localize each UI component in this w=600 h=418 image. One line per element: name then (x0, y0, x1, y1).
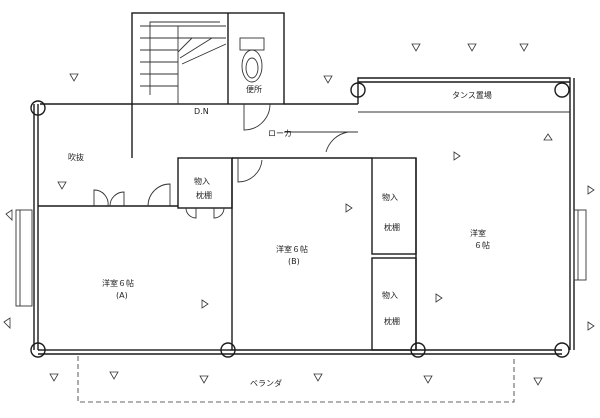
toilet-fixture (239, 37, 265, 83)
closet-right-top-label-1: 物入 (382, 192, 398, 202)
room-label-western-b-tag: (B) (288, 257, 300, 266)
closet-top-label-1: 物入 (194, 176, 210, 186)
interior-walls (38, 104, 417, 351)
closet-right-bottom-label-2: 枕棚 (384, 316, 400, 326)
stairs-direction-label: D.N (194, 107, 209, 116)
exterior-walls (33, 77, 575, 355)
room-label-western-c: 洋室 (470, 228, 486, 238)
closet-labels: 物入 枕棚 物入 枕棚 物入 枕棚 (194, 176, 400, 326)
closet-right-bottom-label-1: 物入 (382, 290, 398, 300)
stairwell-block (131, 12, 285, 131)
structural-columns (30, 82, 570, 358)
toilet-door (243, 103, 271, 131)
void-double-door (93, 189, 109, 207)
stair-steps (140, 21, 227, 104)
closet-top-label-2: 枕棚 (196, 190, 212, 200)
room-label-veranda: ベランダ (250, 378, 282, 388)
room-label-western-b: 洋室６帖 (276, 244, 308, 254)
windows (15, 209, 587, 351)
room-labels: 吹抜 洋室６帖 (A) 洋室６帖 (B) 洋室 ６帖 便所 タンス置場 ベランダ… (68, 84, 492, 388)
room-label-western-c-size: ６帖 (474, 240, 490, 250)
closet-right-top-label-2: 枕棚 (384, 222, 400, 232)
room-b-door (237, 158, 263, 183)
veranda (77, 356, 515, 403)
room-label-toilet: 便所 (246, 84, 262, 94)
eave-markers (3, 43, 595, 386)
room-label-tansu: タンス置場 (452, 90, 492, 100)
hallway-label: ローカ (268, 129, 292, 138)
room-label-fukinuke: 吹抜 (68, 152, 84, 162)
room-label-western-a: 洋室６帖 (102, 278, 134, 288)
room-a-door (147, 183, 171, 207)
room-c-door (320, 131, 349, 153)
room-label-western-a-tag: (A) (116, 291, 128, 300)
